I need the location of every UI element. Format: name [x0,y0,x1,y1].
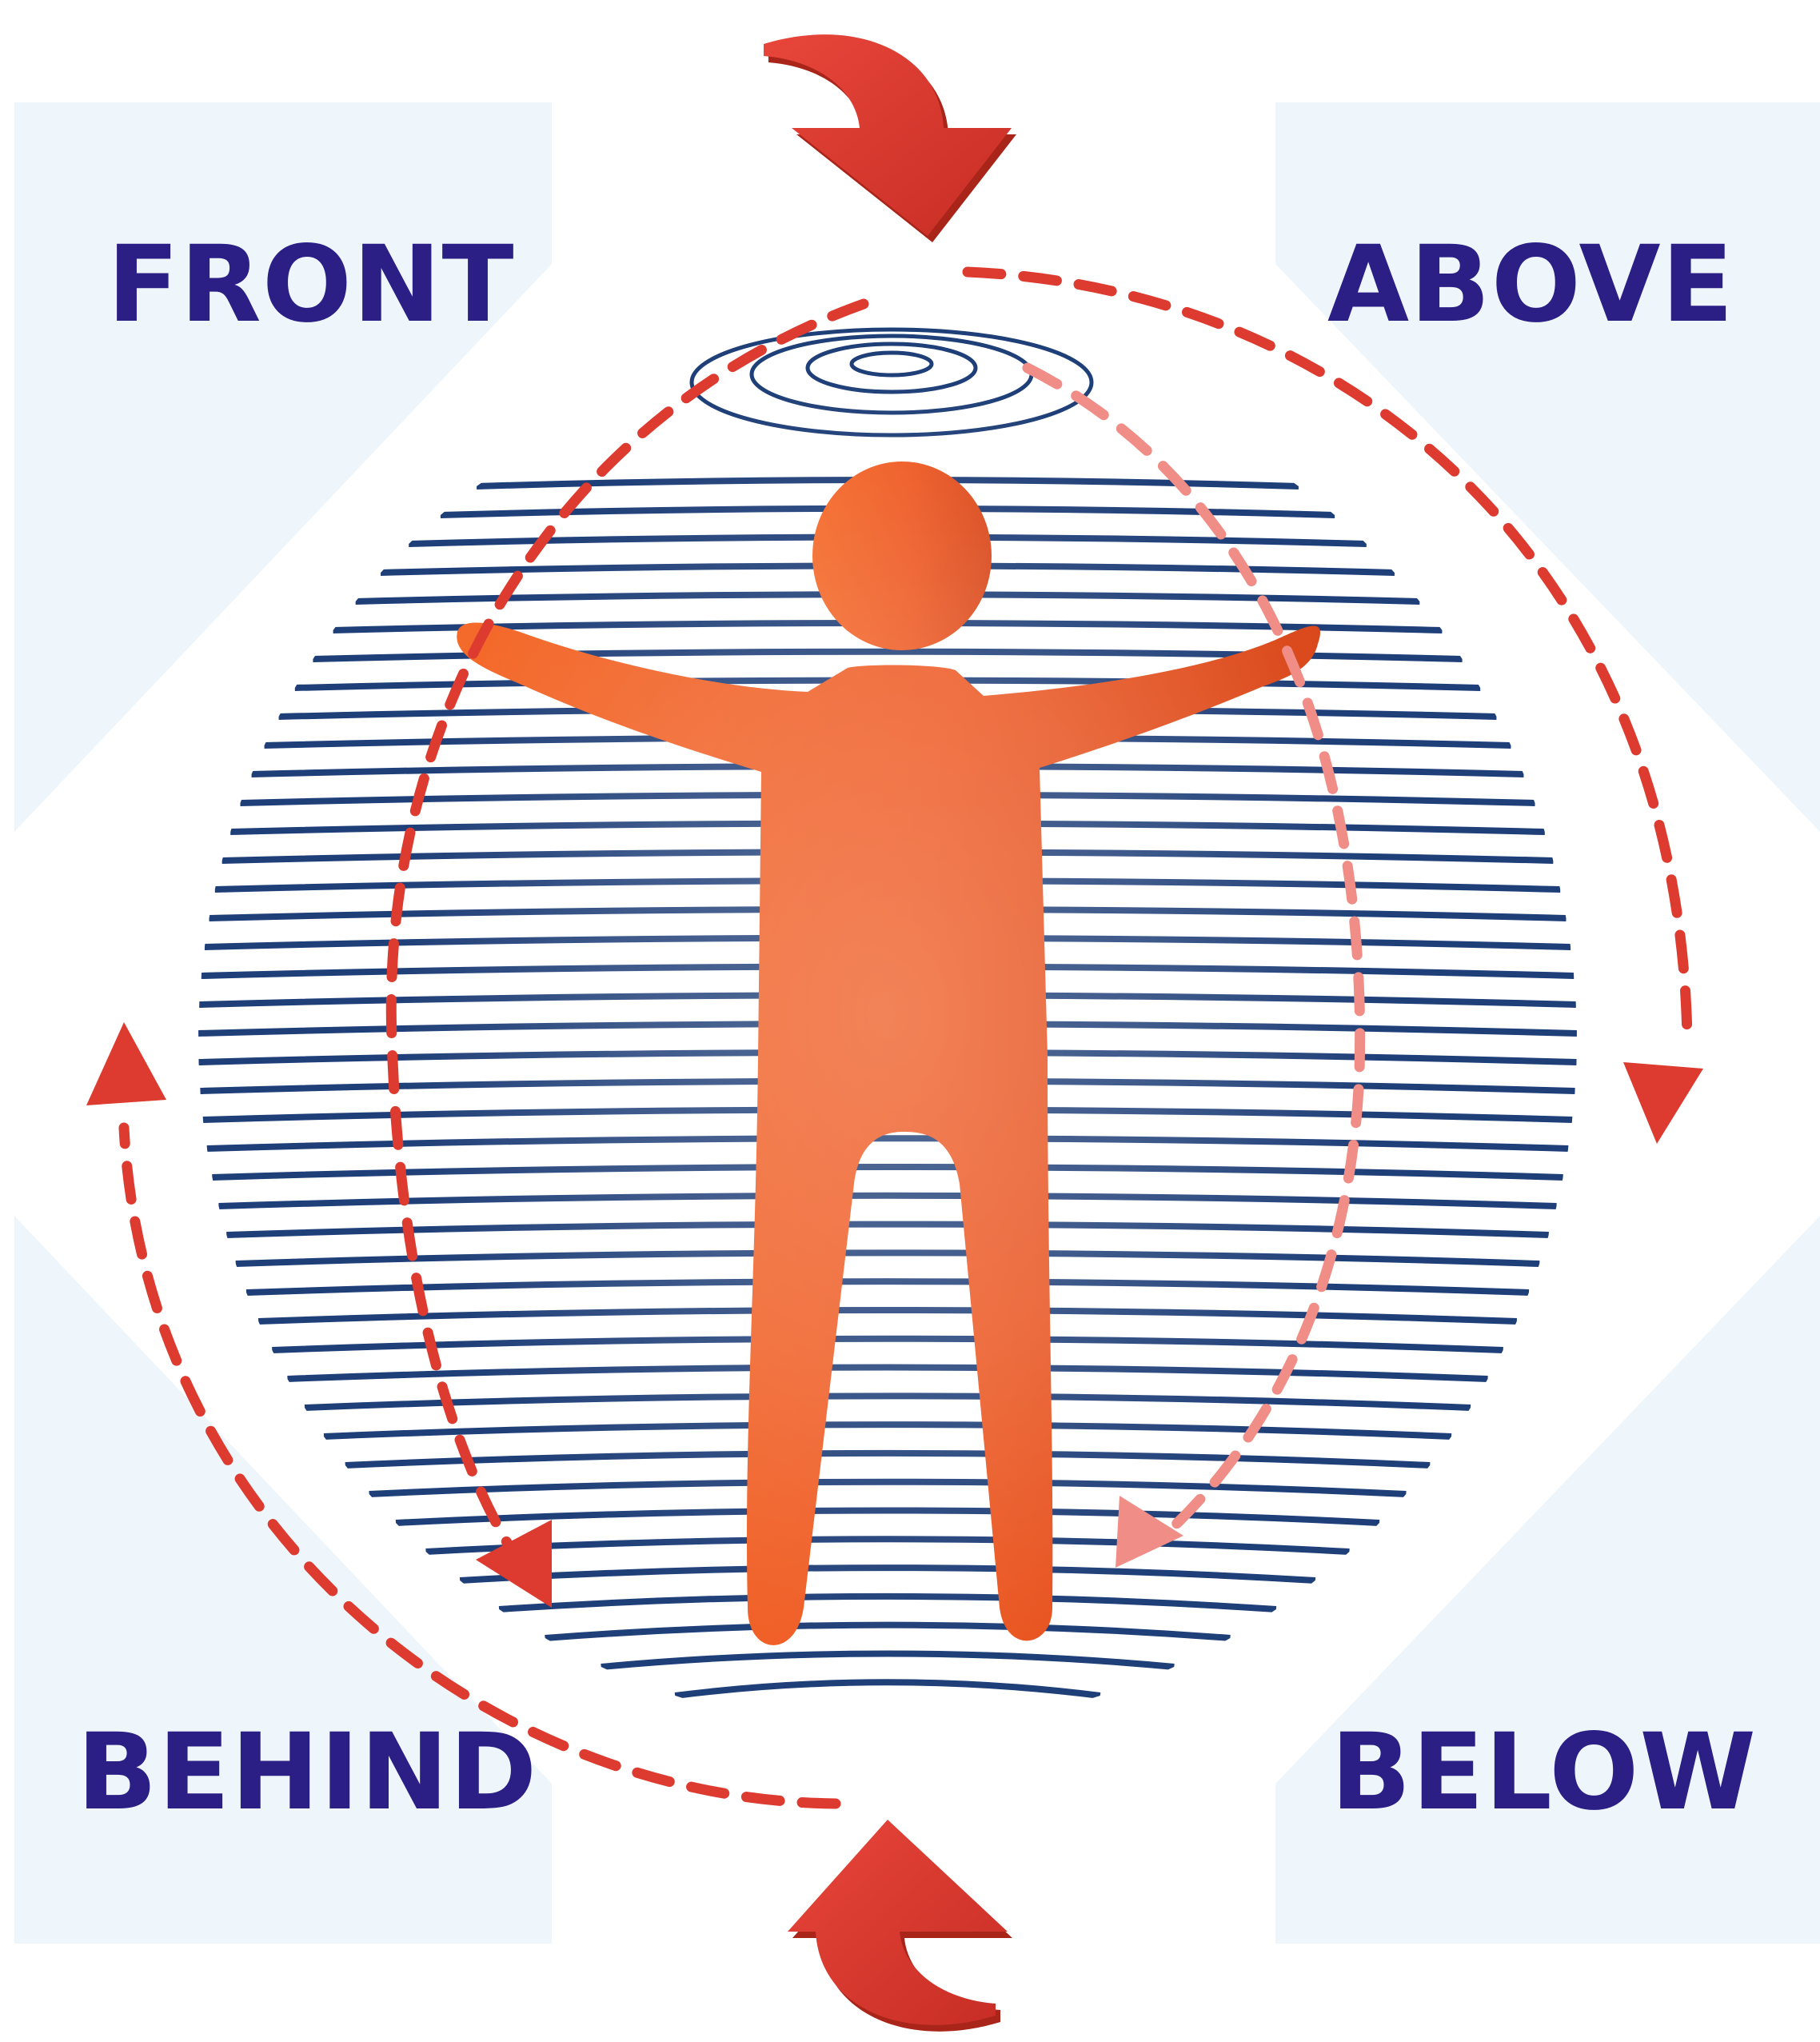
arrowhead-inner-right [1116,1496,1183,1568]
sphere-glow [392,384,1383,1696]
dashed-arrow-inner-right [1022,362,1366,1545]
dashed-arrow-left [118,1122,841,1809]
arrowhead-inner-left [476,1520,552,1608]
dashed-arrow-inner-left [385,298,869,1569]
label-behind: BEHIND [77,1711,538,1834]
dashed-rotation-arrows [118,266,1693,1809]
curved-arrow-up-icon [788,1820,1012,2032]
label-front: FRONT [107,223,515,346]
arrowheads [86,1022,1703,1608]
arrowhead-left [86,1022,166,1105]
label-above: ABOVE [1327,223,1734,346]
arrowhead-right [1623,1062,1703,1144]
background-panels [14,102,1820,1944]
label-below: BELOW [1331,1711,1757,1834]
dashed-arrow-right [962,266,1693,1045]
curved-arrow-down-icon [764,34,1016,242]
